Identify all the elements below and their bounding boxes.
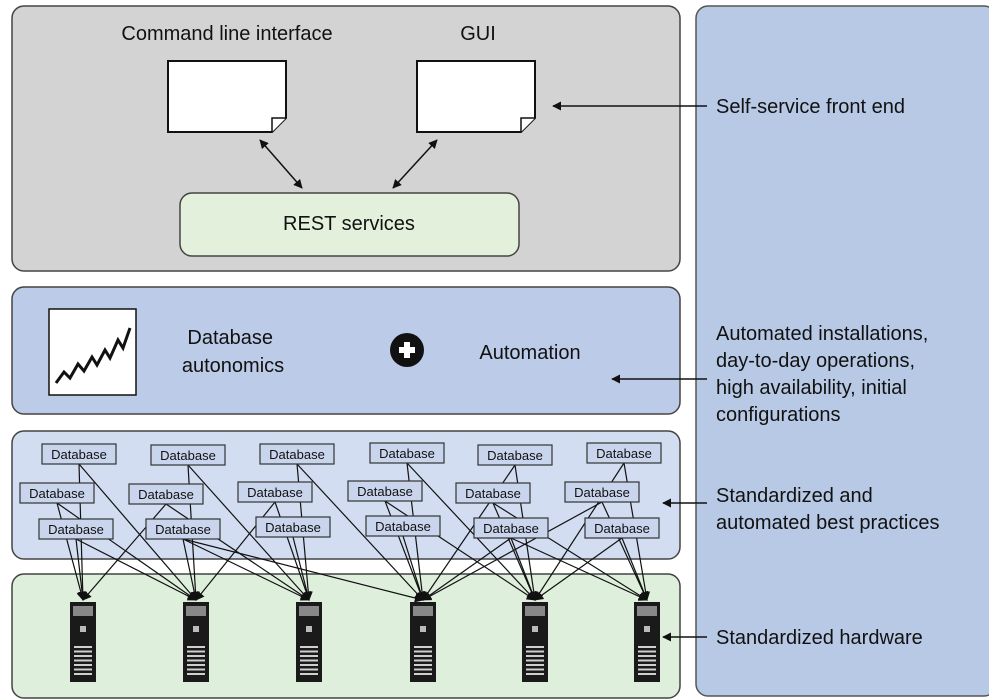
automated-caption-line2: day-to-day operations,: [716, 350, 916, 372]
autonomics-label-line1: Database: [187, 327, 273, 349]
database-box: Database: [237, 481, 313, 503]
database-label: Database: [357, 484, 413, 499]
db-link-arrow: [406, 462, 536, 601]
db-link-arrow: [182, 538, 199, 601]
database-box: Database: [584, 517, 660, 539]
document-icon: [167, 60, 287, 133]
side-panel: [695, 5, 989, 697]
server-icon: [634, 602, 660, 682]
automated-caption-line1: Automated installations,: [716, 323, 929, 345]
gui-label: GUI: [460, 23, 496, 45]
autonomics-panel: [11, 286, 681, 415]
database-label: Database: [487, 448, 543, 463]
best-practices-caption: Standardized and automated best practice…: [716, 483, 939, 537]
database-label: Database: [596, 446, 652, 461]
db-link-arrow: [402, 535, 425, 601]
database-label: Database: [48, 522, 104, 537]
server-icon: [410, 602, 436, 682]
db-link-arrow: [75, 538, 197, 601]
database-label: Database: [247, 485, 303, 500]
automated-caption-line4: configurations: [716, 404, 841, 426]
database-box: Database: [347, 480, 423, 502]
best-practices-caption-line2: automated best practices: [716, 512, 940, 534]
database-label: Database: [465, 486, 521, 501]
database-label: Database: [483, 521, 539, 536]
database-label: Database: [594, 521, 650, 536]
db-link-arrow: [182, 538, 310, 601]
document-icon: [416, 60, 536, 133]
automated-caption-line3: high availability, initial: [716, 377, 907, 399]
db-server-links: [56, 462, 651, 603]
automation-label: Automation: [479, 342, 580, 364]
database-box: Database: [150, 444, 226, 466]
database-label: Database: [155, 522, 211, 537]
arrow-gui-rest: [392, 139, 438, 189]
plus-circle-icon: [390, 333, 424, 367]
autonomics-label: Database autonomics: [182, 327, 284, 377]
database-box: Database: [41, 443, 117, 465]
database-box: Database: [455, 482, 531, 504]
database-label: Database: [379, 446, 435, 461]
rest-services-box: [179, 192, 520, 257]
db-link-arrow: [296, 463, 424, 601]
database-box: Database: [586, 442, 662, 464]
database-label: Database: [29, 486, 85, 501]
arrow-cli-rest: [259, 139, 303, 189]
database-box: Database: [473, 517, 549, 539]
cli-label: Command line interface: [121, 23, 332, 45]
db-link-arrow: [510, 537, 537, 601]
database-box: Database: [255, 516, 331, 538]
db-link-arrow: [182, 538, 424, 603]
database-box: Database: [365, 515, 441, 537]
database-box: Database: [145, 518, 221, 540]
database-label: Database: [138, 487, 194, 502]
automated-caption: Automated installations, day-to-day oper…: [716, 321, 928, 429]
db-link-arrow: [187, 464, 310, 601]
servers-group: [70, 602, 660, 682]
autonomics-label-line2: autonomics: [182, 355, 284, 377]
server-icon: [183, 602, 209, 682]
hardware-panel: [11, 573, 681, 699]
database-box: Database: [477, 444, 553, 466]
db-link-arrow: [422, 501, 603, 601]
database-box: Database: [38, 518, 114, 540]
chart-icon: [48, 308, 137, 396]
database-label: Database: [160, 448, 216, 463]
database-label: Database: [574, 485, 630, 500]
best-practices-caption-line1: Standardized and: [716, 485, 873, 507]
database-label: Database: [265, 520, 321, 535]
db-link-arrow: [75, 538, 87, 601]
database-box: Database: [564, 481, 640, 503]
rest-services-label: REST services: [283, 213, 415, 235]
server-icon: [296, 602, 322, 682]
db-link-arrow: [621, 537, 649, 601]
database-box: Database: [19, 482, 95, 504]
db-link-arrow: [78, 463, 197, 601]
db-link-arrow: [292, 536, 312, 601]
database-label: Database: [269, 447, 325, 462]
hardware-caption: Standardized hardware: [716, 627, 923, 649]
database-box: Database: [128, 483, 204, 505]
database-label: Database: [51, 447, 107, 462]
server-icon: [522, 602, 548, 682]
database-label: Database: [375, 519, 431, 534]
database-box: Database: [259, 443, 335, 465]
self-service-caption: Self-service front end: [716, 96, 905, 118]
db-link-arrow: [534, 537, 623, 601]
server-icon: [70, 602, 96, 682]
db-link-arrow: [422, 537, 512, 601]
database-box: Database: [369, 442, 445, 464]
